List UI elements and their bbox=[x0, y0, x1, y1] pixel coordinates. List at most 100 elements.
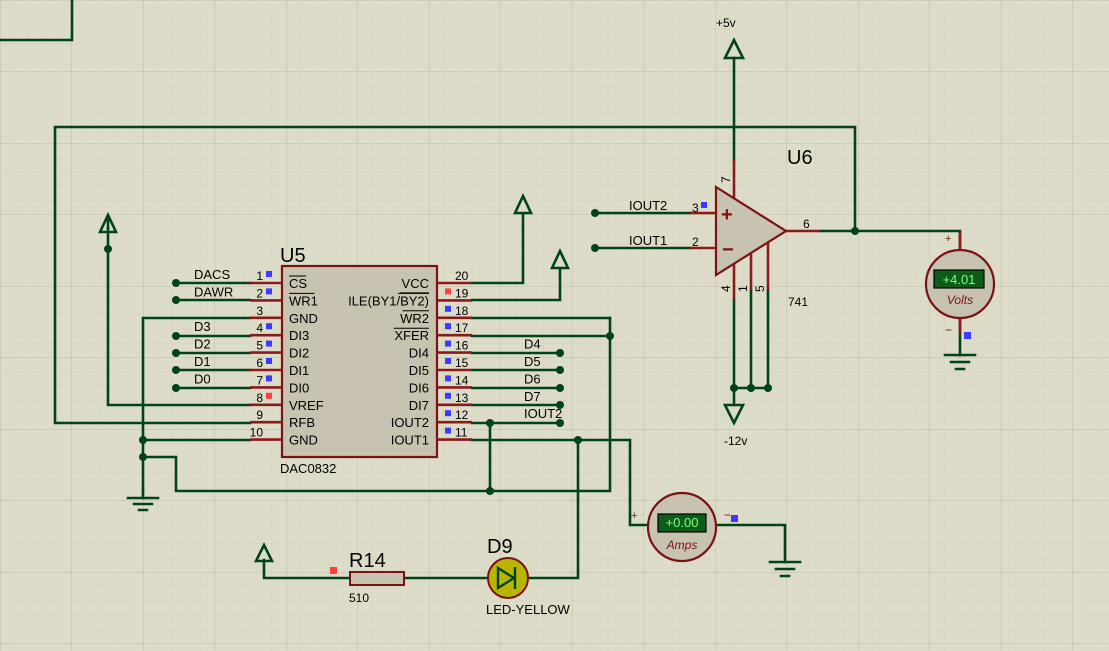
u5-pin-name: WR2 bbox=[400, 311, 429, 326]
u5-pin-number: 13 bbox=[455, 391, 469, 405]
u5-ref-label: U5 bbox=[280, 245, 306, 267]
voltmeter-unit: Volts bbox=[947, 293, 973, 307]
u5-pin-name: DI0 bbox=[289, 380, 309, 395]
led-d9[interactable]: D9 LED-YELLOW bbox=[486, 536, 571, 617]
u5-pin-name: DI7 bbox=[409, 398, 429, 413]
voltmeter-display bbox=[933, 269, 985, 289]
supply-plus5v-label: +5v bbox=[716, 16, 736, 30]
u5-pin-name: ILE(BY1/BY2) bbox=[348, 293, 429, 308]
u5-pin-number: 6 bbox=[256, 356, 263, 370]
u5-pin-name: DI1 bbox=[289, 363, 309, 378]
u5-pin-marker bbox=[445, 323, 451, 330]
opamp-741[interactable]: + − U6 741 3 2 6 7 4 1 5 IOUT2 IOUT1 bbox=[629, 147, 820, 309]
u5-pin-name: DI2 bbox=[289, 346, 309, 361]
u5-net-label: DAWR bbox=[194, 284, 233, 299]
ground-left-icon[interactable] bbox=[126, 496, 160, 512]
u5-pin-marker bbox=[266, 375, 272, 382]
d9-part-label: LED-YELLOW bbox=[486, 602, 571, 617]
u6-pin6: 6 bbox=[803, 217, 810, 231]
u5-pin-number: 7 bbox=[256, 373, 263, 387]
power-arrow-minus12v-icon[interactable] bbox=[722, 403, 746, 426]
power-arrow-ile-icon[interactable] bbox=[549, 247, 571, 270]
u5-pin-marker bbox=[266, 323, 272, 330]
u5-pin-name: GND bbox=[289, 433, 318, 448]
u5-pin-marker bbox=[266, 271, 272, 277]
u6-net-iout1: IOUT1 bbox=[629, 233, 667, 248]
u5-net-label: D2 bbox=[194, 337, 211, 352]
r14-ref-label: R14 bbox=[349, 550, 386, 572]
u5-pin-marker bbox=[445, 375, 451, 382]
ammeter[interactable]: +0.00 Amps + − bbox=[631, 491, 738, 563]
u5-pin-marker bbox=[445, 288, 451, 295]
u5-net-label: D6 bbox=[524, 371, 541, 386]
ground-voltmeter-icon[interactable] bbox=[943, 353, 977, 371]
u5-net-label: D1 bbox=[194, 354, 211, 369]
u5-pin-number: 3 bbox=[256, 304, 263, 318]
r14-value-label: 510 bbox=[349, 591, 369, 605]
u5-pin-number: 15 bbox=[455, 356, 469, 370]
u6-pin1: 1 bbox=[736, 285, 750, 292]
u5-pin-marker bbox=[445, 410, 451, 417]
u5-net-label: D7 bbox=[524, 389, 541, 404]
u5-pin-name: IOUT1 bbox=[391, 433, 429, 448]
u5-pin-number: 16 bbox=[455, 339, 469, 353]
voltmeter-minus: − bbox=[945, 323, 952, 337]
wires bbox=[0, 0, 962, 580]
power-arrow-plus5v-icon[interactable] bbox=[722, 37, 746, 60]
ammeter-plus: + bbox=[631, 510, 637, 522]
junction-dots bbox=[104, 209, 859, 495]
u5-pin-name: WR1 bbox=[289, 293, 318, 308]
u5-pin-marker bbox=[445, 358, 451, 364]
u6-minus-sign: − bbox=[722, 239, 734, 261]
u5-pin-number: 19 bbox=[455, 286, 469, 300]
u5-pin-marker bbox=[445, 427, 451, 434]
ground-ammeter-icon[interactable] bbox=[768, 560, 802, 578]
u5-net-label: D4 bbox=[524, 337, 541, 352]
u5-pin-name: GND bbox=[289, 311, 318, 326]
u5-net-label: DACS bbox=[194, 267, 230, 282]
u5-pin-number: 9 bbox=[256, 408, 263, 422]
u5-pin-name: DI5 bbox=[409, 363, 429, 378]
power-arrow-vcc-icon[interactable] bbox=[512, 192, 534, 215]
u6-pin7: 7 bbox=[719, 176, 733, 183]
u5-pin-number: 11 bbox=[455, 426, 468, 440]
u5-pin-number: 14 bbox=[455, 373, 469, 387]
u5-pin-marker bbox=[266, 392, 272, 399]
power-arrow-vref-icon[interactable] bbox=[97, 211, 119, 234]
u6-plus-sign: + bbox=[721, 204, 733, 226]
u6-net-iout2: IOUT2 bbox=[629, 198, 667, 213]
u6-pin4: 4 bbox=[719, 285, 733, 292]
power-arrow-r14-icon[interactable] bbox=[253, 542, 275, 563]
u5-pin-name: RFB bbox=[289, 415, 315, 430]
u5-net-label: IOUT2 bbox=[524, 406, 562, 421]
u5-pin-number: 2 bbox=[256, 286, 263, 300]
u5-pin-number: 5 bbox=[256, 339, 263, 353]
ammeter-reading: +0.00 bbox=[666, 515, 699, 530]
u6-part-label: 741 bbox=[788, 295, 808, 309]
d9-ref-label: D9 bbox=[487, 536, 513, 558]
voltmeter[interactable]: +4.01 Volts + − bbox=[924, 232, 996, 339]
u6-ref-label: U6 bbox=[787, 147, 813, 169]
u5-pin-marker bbox=[266, 340, 272, 347]
u5-net-label: D5 bbox=[524, 354, 541, 369]
u5-pin-number: 8 bbox=[256, 391, 263, 405]
u5-pin-name: XFER bbox=[394, 328, 429, 343]
u5-pin-marker bbox=[266, 288, 272, 295]
u5-pin-marker bbox=[266, 358, 272, 364]
u5-pin-name: DI4 bbox=[409, 346, 429, 361]
u5-pin-number: 18 bbox=[455, 304, 469, 318]
u5-pin-number: 20 bbox=[455, 269, 469, 283]
u5-pin-name: DI6 bbox=[409, 380, 429, 395]
u5-pin-name: IOUT2 bbox=[391, 415, 429, 430]
ammeter-unit: Amps bbox=[666, 538, 698, 552]
u5-pin-number: 17 bbox=[455, 321, 469, 335]
u5-net-label: D0 bbox=[194, 371, 211, 386]
resistor-r14[interactable]: R14 510 bbox=[330, 550, 405, 605]
u6-pin2: 2 bbox=[692, 235, 699, 249]
u5-pin-name: VREF bbox=[289, 398, 324, 413]
u5-pin-number: 4 bbox=[256, 321, 263, 335]
